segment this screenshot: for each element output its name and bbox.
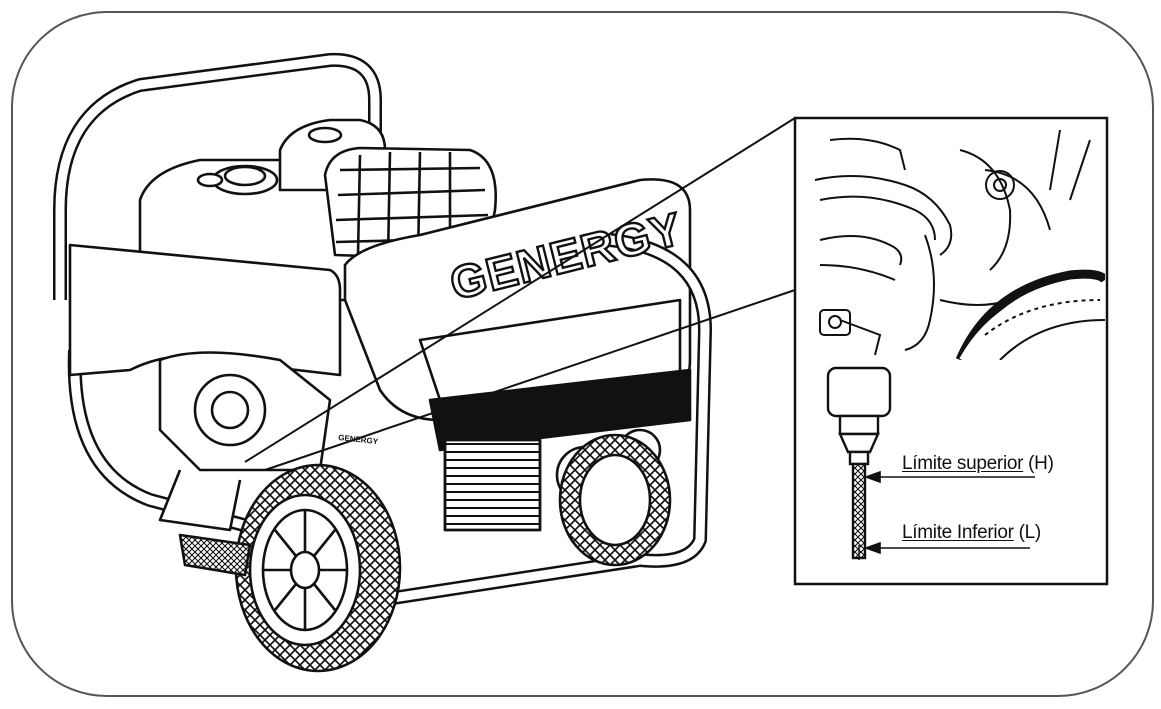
level-arrows bbox=[863, 470, 1035, 555]
detail-inset bbox=[793, 116, 1109, 586]
rear-wheel bbox=[558, 433, 672, 567]
upper-limit-code: (H) bbox=[1028, 453, 1054, 474]
frame-brand-text: GENERGY bbox=[338, 433, 379, 446]
side-shroud bbox=[343, 178, 692, 422]
front-wheel bbox=[234, 463, 402, 673]
generator bbox=[53, 52, 712, 673]
dipstick bbox=[826, 366, 892, 560]
lower-limit-label: Límite Inferior (L) bbox=[902, 522, 1041, 544]
lower-limit-code: (L) bbox=[1018, 522, 1042, 543]
callout-lines bbox=[244, 117, 796, 471]
upper-limit-label: Límite superior (H) bbox=[902, 453, 1054, 475]
upper-limit-text: Límite superior bbox=[902, 453, 1024, 474]
hand-dipstick-sketch bbox=[814, 129, 1105, 360]
lower-limit-text: Límite Inferior bbox=[902, 522, 1014, 543]
